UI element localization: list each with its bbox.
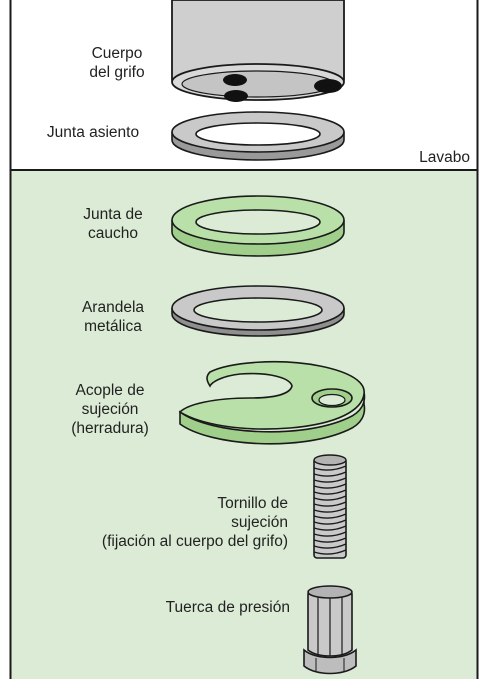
screw-thread: [313, 483, 347, 489]
screw-thread: [313, 495, 347, 501]
horseshoe-coupler: [178, 360, 366, 445]
screw-thread: [313, 465, 347, 471]
label-acople: Acople de sujeción (herradura): [50, 381, 170, 438]
screw-thread: [313, 507, 347, 513]
label-tuerca: Tuerca de presión: [100, 598, 290, 617]
fixing-screw: [313, 454, 347, 559]
screw-thread: [313, 471, 347, 477]
screw-thread: [313, 531, 347, 537]
label-tuerca-text: Tuerca de presión: [165, 599, 290, 616]
screw-thread: [313, 549, 347, 555]
label-acople-line2: sujeción: [81, 401, 139, 418]
screw-thread: [313, 537, 347, 543]
label-arandela-line1: Arandela: [81, 299, 145, 316]
screw-thread: [313, 501, 347, 507]
screw-thread: [313, 543, 347, 549]
label-tornillo-line1: Tornillo de: [217, 495, 288, 512]
screw-thread: [313, 477, 347, 483]
metal-washer: [171, 285, 345, 337]
seat-gasket: [171, 111, 345, 161]
label-acople-line3: (herradura): [71, 420, 149, 437]
screw-thread: [313, 489, 347, 495]
label-tornillo-line3: (fijación al cuerpo del grifo): [101, 533, 288, 550]
label-junta-asiento-text: Junta asiento: [46, 124, 140, 141]
label-cuerpo-grifo: Cuerpo del grifo: [62, 44, 172, 82]
label-acople-line1: Acople de: [75, 382, 145, 399]
screw-thread: [313, 519, 347, 525]
screw-thread: [313, 513, 347, 519]
label-tornillo: Tornillo de sujeción (fijación al cuerpo…: [30, 494, 288, 551]
label-lavabo: Lavabo: [380, 148, 470, 167]
label-tornillo-line2: sujeción: [231, 514, 288, 531]
label-junta-caucho-line1: Junta de: [83, 206, 143, 223]
pressure-nut: [303, 585, 357, 675]
label-cuerpo-grifo-line2: del grifo: [89, 64, 145, 81]
label-junta-caucho: Junta de caucho: [58, 205, 168, 243]
screw-thread: [313, 525, 347, 531]
label-junta-asiento: Junta asiento: [18, 123, 168, 142]
label-lavabo-text: Lavabo: [419, 149, 470, 166]
label-junta-caucho-line2: caucho: [88, 225, 138, 242]
label-arandela: Arandela metálica: [58, 298, 168, 336]
faucet-body: [171, 0, 345, 102]
label-arandela-line2: metálica: [84, 318, 142, 335]
label-cuerpo-grifo-line1: Cuerpo: [91, 45, 143, 62]
rubber-gasket: [171, 195, 345, 257]
